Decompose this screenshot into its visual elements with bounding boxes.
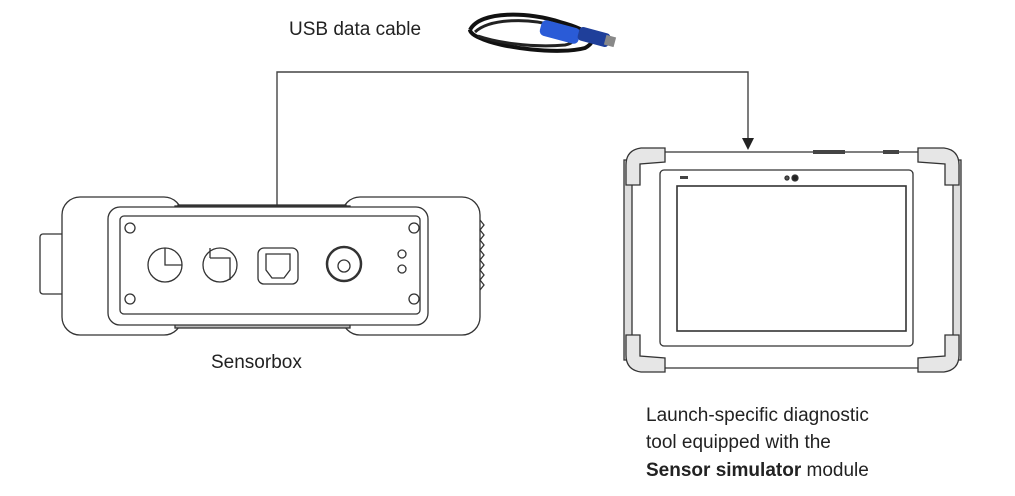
sensorbox-image bbox=[39, 196, 485, 336]
module-text: module bbox=[801, 460, 869, 481]
sensorbox-label: Sensorbox bbox=[211, 352, 302, 373]
usb-connection-line bbox=[276, 71, 749, 245]
usb-cable-image bbox=[468, 12, 617, 53]
tool-caption-line2: tool equipped with the bbox=[646, 432, 831, 453]
tool-caption-line1: Launch-specific diagnostic bbox=[646, 405, 869, 426]
sensor-simulator-bold: Sensor simulator bbox=[646, 460, 802, 481]
diagnostic-tablet-image bbox=[623, 147, 962, 373]
usb-cable-label: USB data cable bbox=[289, 19, 422, 40]
arrow-to-tablet bbox=[742, 138, 754, 150]
tool-caption-line3: Sensor simulator module bbox=[646, 460, 869, 482]
